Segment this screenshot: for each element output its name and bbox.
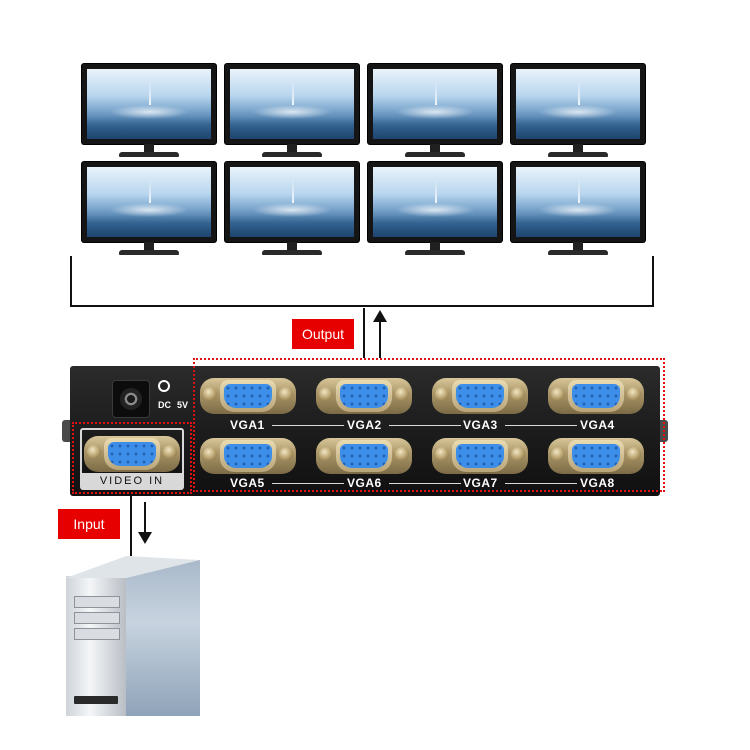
input-arrow-shaft <box>144 502 146 534</box>
drive-bay <box>74 612 120 624</box>
vga-label-7: VGA7 <box>463 476 498 490</box>
vga-port-3[interactable] <box>432 376 528 416</box>
bracket-bottom <box>70 305 654 307</box>
output-label: Output <box>292 319 354 349</box>
monitor-3 <box>368 64 502 160</box>
output-connector-line <box>363 308 365 358</box>
vga-port-2[interactable] <box>316 376 412 416</box>
video-in-frame <box>80 428 184 490</box>
vga-label-4: VGA4 <box>580 418 615 432</box>
voltage-label: 5V <box>177 400 189 410</box>
bracket-right <box>652 256 654 307</box>
output-arrow-shaft <box>379 318 381 358</box>
vga-port-4[interactable] <box>548 376 644 416</box>
vga-port-6[interactable] <box>316 436 412 476</box>
monitor-8 <box>511 162 645 258</box>
input-highlight-outline <box>72 422 192 494</box>
drive-bay <box>74 628 120 640</box>
label-rule <box>505 425 577 426</box>
vga-label-3: VGA3 <box>463 418 498 432</box>
vga-label-6: VGA6 <box>347 476 382 490</box>
vga-port-8[interactable] <box>548 436 644 476</box>
monitor-1 <box>82 64 216 160</box>
outputs-highlight-outline <box>193 358 665 492</box>
vga-label-2: VGA2 <box>347 418 382 432</box>
label-rule <box>389 483 461 484</box>
dc-power-jack[interactable] <box>112 380 150 418</box>
monitor-7 <box>368 162 502 258</box>
vga-label-1: VGA1 <box>230 418 265 432</box>
vga-label-5: VGA5 <box>230 476 265 490</box>
vga-label-8: VGA8 <box>580 476 615 490</box>
video-in-label: VIDEO IN <box>82 473 182 488</box>
pc-power-panel <box>74 696 118 704</box>
monitor-5 <box>82 162 216 258</box>
label-rule <box>389 425 461 426</box>
dc-label: DC <box>158 400 171 410</box>
input-label: Input <box>58 509 120 539</box>
input-arrow-down-icon <box>138 532 152 544</box>
monitor-6 <box>225 162 359 258</box>
vga-port-1[interactable] <box>200 376 296 416</box>
polarity-icon <box>158 380 170 392</box>
label-rule <box>272 483 344 484</box>
drive-bay <box>74 596 120 608</box>
monitor-2 <box>225 64 359 160</box>
vga-port-7[interactable] <box>432 436 528 476</box>
output-arrow-up-icon <box>373 310 387 322</box>
vga-port-5[interactable] <box>200 436 296 476</box>
monitor-4 <box>511 64 645 160</box>
video-in-port[interactable] <box>84 434 180 474</box>
input-connector-line <box>130 494 132 556</box>
label-rule <box>272 425 344 426</box>
pc-tower-side <box>126 560 200 716</box>
label-rule <box>505 483 577 484</box>
bracket-left <box>70 256 72 306</box>
